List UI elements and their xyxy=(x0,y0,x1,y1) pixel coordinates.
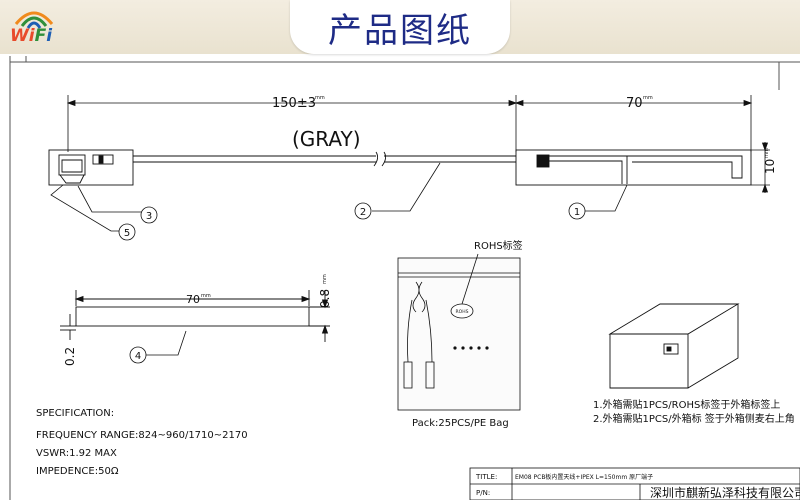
width-dimension-value: 10 xyxy=(763,159,777,174)
spec-heading: SPECIFICATION: xyxy=(36,408,114,419)
rohs-sticker: ROHS xyxy=(456,309,469,315)
wifi-signal-icon xyxy=(14,11,54,29)
spec-frequency: FREQUENCY RANGE:824~960/1710~2170 xyxy=(36,430,248,441)
note-2: 2.外箱需贴1PCS/外箱标 签于外箱侧麦右上角 xyxy=(593,412,795,425)
side-view xyxy=(60,290,330,342)
callout-2: 2 xyxy=(354,202,372,220)
note-1: 1.外箱需贴1PCS/ROHS标签于外箱标签上 xyxy=(593,398,780,411)
antenna-length-dimension: 70 xyxy=(626,96,643,111)
svg-text:5: 5 xyxy=(124,228,130,239)
cable-length-unit: mm xyxy=(315,95,325,101)
page-title: 产品图纸 xyxy=(328,10,472,51)
side-length-value: 70 xyxy=(186,293,200,306)
svg-text:2: 2 xyxy=(360,207,366,218)
cable-length-dimension: 150±3 xyxy=(272,96,316,111)
cable-color-label: (GRAY) xyxy=(292,127,361,151)
company-name: 深圳市麒新弘泽科技有限公司 xyxy=(650,485,800,500)
callout-5: 5 xyxy=(118,223,136,241)
title-block xyxy=(469,467,800,500)
product-drawing: 150±3 mm 70 mm (GRAY) 10 mm xyxy=(9,56,800,500)
rohs-label: ROHS标签 xyxy=(474,239,523,252)
bag-dots xyxy=(453,346,489,350)
antenna-pcb xyxy=(515,149,752,186)
carton-box xyxy=(608,303,740,389)
svg-text:1: 1 xyxy=(574,207,580,218)
title-value: EM08 PCB板内置天线+IPEX L=150mm 原厂端子 xyxy=(515,473,653,481)
coax-cable xyxy=(133,151,516,167)
title-tab: 产品图纸 xyxy=(290,0,510,54)
header-banner: WiFi 产品图纸 xyxy=(0,0,800,54)
svg-text:3: 3 xyxy=(146,211,152,222)
width-dimension-unit: mm xyxy=(764,148,770,158)
callout-1: 1 xyxy=(568,202,586,220)
side-length-unit: mm xyxy=(201,293,211,299)
pn-label: P/N: xyxy=(476,489,490,497)
top-dimension xyxy=(66,95,753,152)
side-thickness-unit: mm xyxy=(322,274,328,284)
spec-vswr: VSWR:1.92 MAX xyxy=(36,448,117,459)
spec-impedance: IMPEDENCE:50Ω xyxy=(36,466,119,477)
callout-4: 4 xyxy=(129,346,147,364)
pack-text: Pack:25PCS/PE Bag xyxy=(412,418,509,429)
side-thickness-value: 0.8 xyxy=(318,289,332,308)
side-base-thickness-value: 0.2 xyxy=(63,347,77,366)
ipex-connector xyxy=(48,149,134,186)
width-dimension xyxy=(751,142,770,193)
antenna-length-unit: mm xyxy=(643,95,653,101)
title-label: TITLE: xyxy=(475,473,497,481)
wifi-logo: WiFi xyxy=(10,4,58,46)
callout-3: 3 xyxy=(140,206,158,224)
svg-text:4: 4 xyxy=(135,351,141,362)
pe-bag xyxy=(397,253,521,411)
wifi-logo-text: WiFi xyxy=(10,26,53,46)
